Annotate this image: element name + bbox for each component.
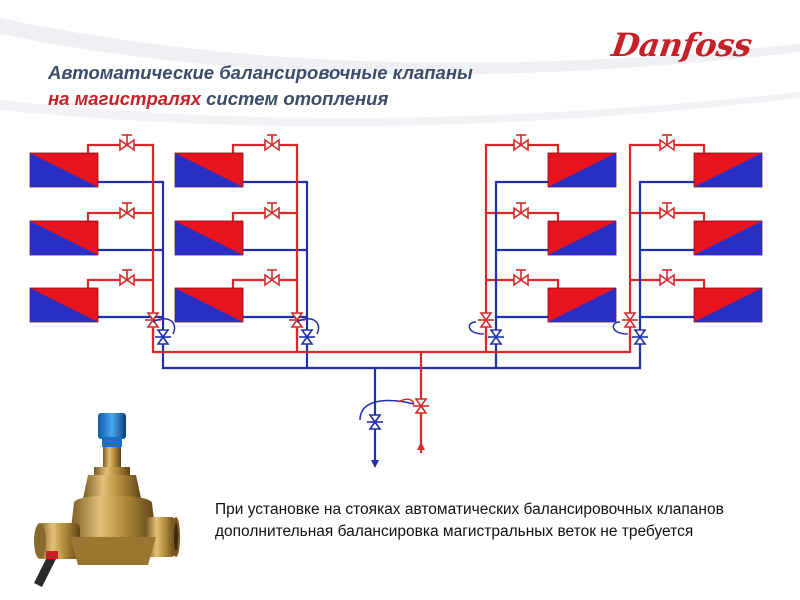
- valves: [119, 134, 675, 468]
- radiator-icon: [29, 287, 99, 323]
- radiator-icon: [693, 152, 763, 188]
- impulse-tube: [152, 318, 176, 335]
- pipe-segment: [630, 211, 706, 221]
- balancing-valve-icon: [413, 398, 429, 414]
- pressure-regulator-icon: [155, 329, 171, 345]
- title-accent: на магистралях: [48, 88, 201, 109]
- thermostatic-valve-icon: [119, 269, 135, 287]
- thermostatic-valve-icon: [264, 134, 280, 152]
- thermostatic-valve-icon: [264, 269, 280, 287]
- balancing-valve-icon: [622, 312, 638, 328]
- thermostatic-valve-icon: [264, 202, 280, 220]
- radiator-icon: [547, 287, 617, 323]
- pipe-segment: [486, 278, 560, 288]
- installation-note: При установке на стояках автоматических …: [215, 501, 724, 540]
- radiator-icon: [174, 152, 244, 188]
- radiator-units: [29, 152, 763, 323]
- thermostatic-valve-icon: [513, 202, 529, 220]
- radiator-icon: [174, 287, 244, 323]
- thermostatic-valve-icon: [513, 269, 529, 287]
- thermostatic-valve-icon: [659, 269, 675, 287]
- impulse-tube: [468, 321, 485, 335]
- thermostatic-valve-icon: [119, 134, 135, 152]
- impulse-tube: [397, 398, 415, 405]
- radiator-icon: [547, 152, 617, 188]
- page-title: Автоматические балансировочные клапаны н…: [48, 60, 473, 112]
- title-line-1: Автоматические балансировочные клапаны: [48, 62, 473, 83]
- radiator-icon: [547, 220, 617, 256]
- flow-arrow-icon: [371, 460, 379, 468]
- impulse-tube: [359, 399, 415, 421]
- radiator-icon: [693, 287, 763, 323]
- pressure-regulator-icon: [299, 329, 315, 345]
- title-rest: систем отопления: [201, 88, 389, 109]
- pressure-regulator-icon: [632, 329, 648, 345]
- pipe-segment: [630, 143, 706, 153]
- balancing-valve-icon: [478, 312, 494, 328]
- pipe-segment: [486, 211, 560, 221]
- pipe-segment: [486, 143, 560, 153]
- impulse-tube: [296, 318, 320, 335]
- thermostatic-valve-icon: [659, 134, 675, 152]
- flow-arrow-icon: [417, 442, 425, 450]
- pressure-regulator-icon: [488, 329, 504, 345]
- thermostatic-valve-icon: [659, 202, 675, 220]
- radiator-icon: [29, 220, 99, 256]
- header-swoosh: [0, 18, 800, 127]
- balancing-valve-icon: [145, 312, 161, 328]
- radiator-icon: [693, 220, 763, 256]
- balancing-valve-photo: [34, 413, 180, 587]
- radiator-icon: [174, 220, 244, 256]
- pressure-regulator-icon: [367, 414, 383, 430]
- thermostatic-valve-icon: [513, 134, 529, 152]
- radiator-icon: [29, 152, 99, 188]
- thermostatic-valve-icon: [119, 202, 135, 220]
- impulse-tube: [612, 321, 629, 335]
- pipe-segment: [630, 278, 706, 288]
